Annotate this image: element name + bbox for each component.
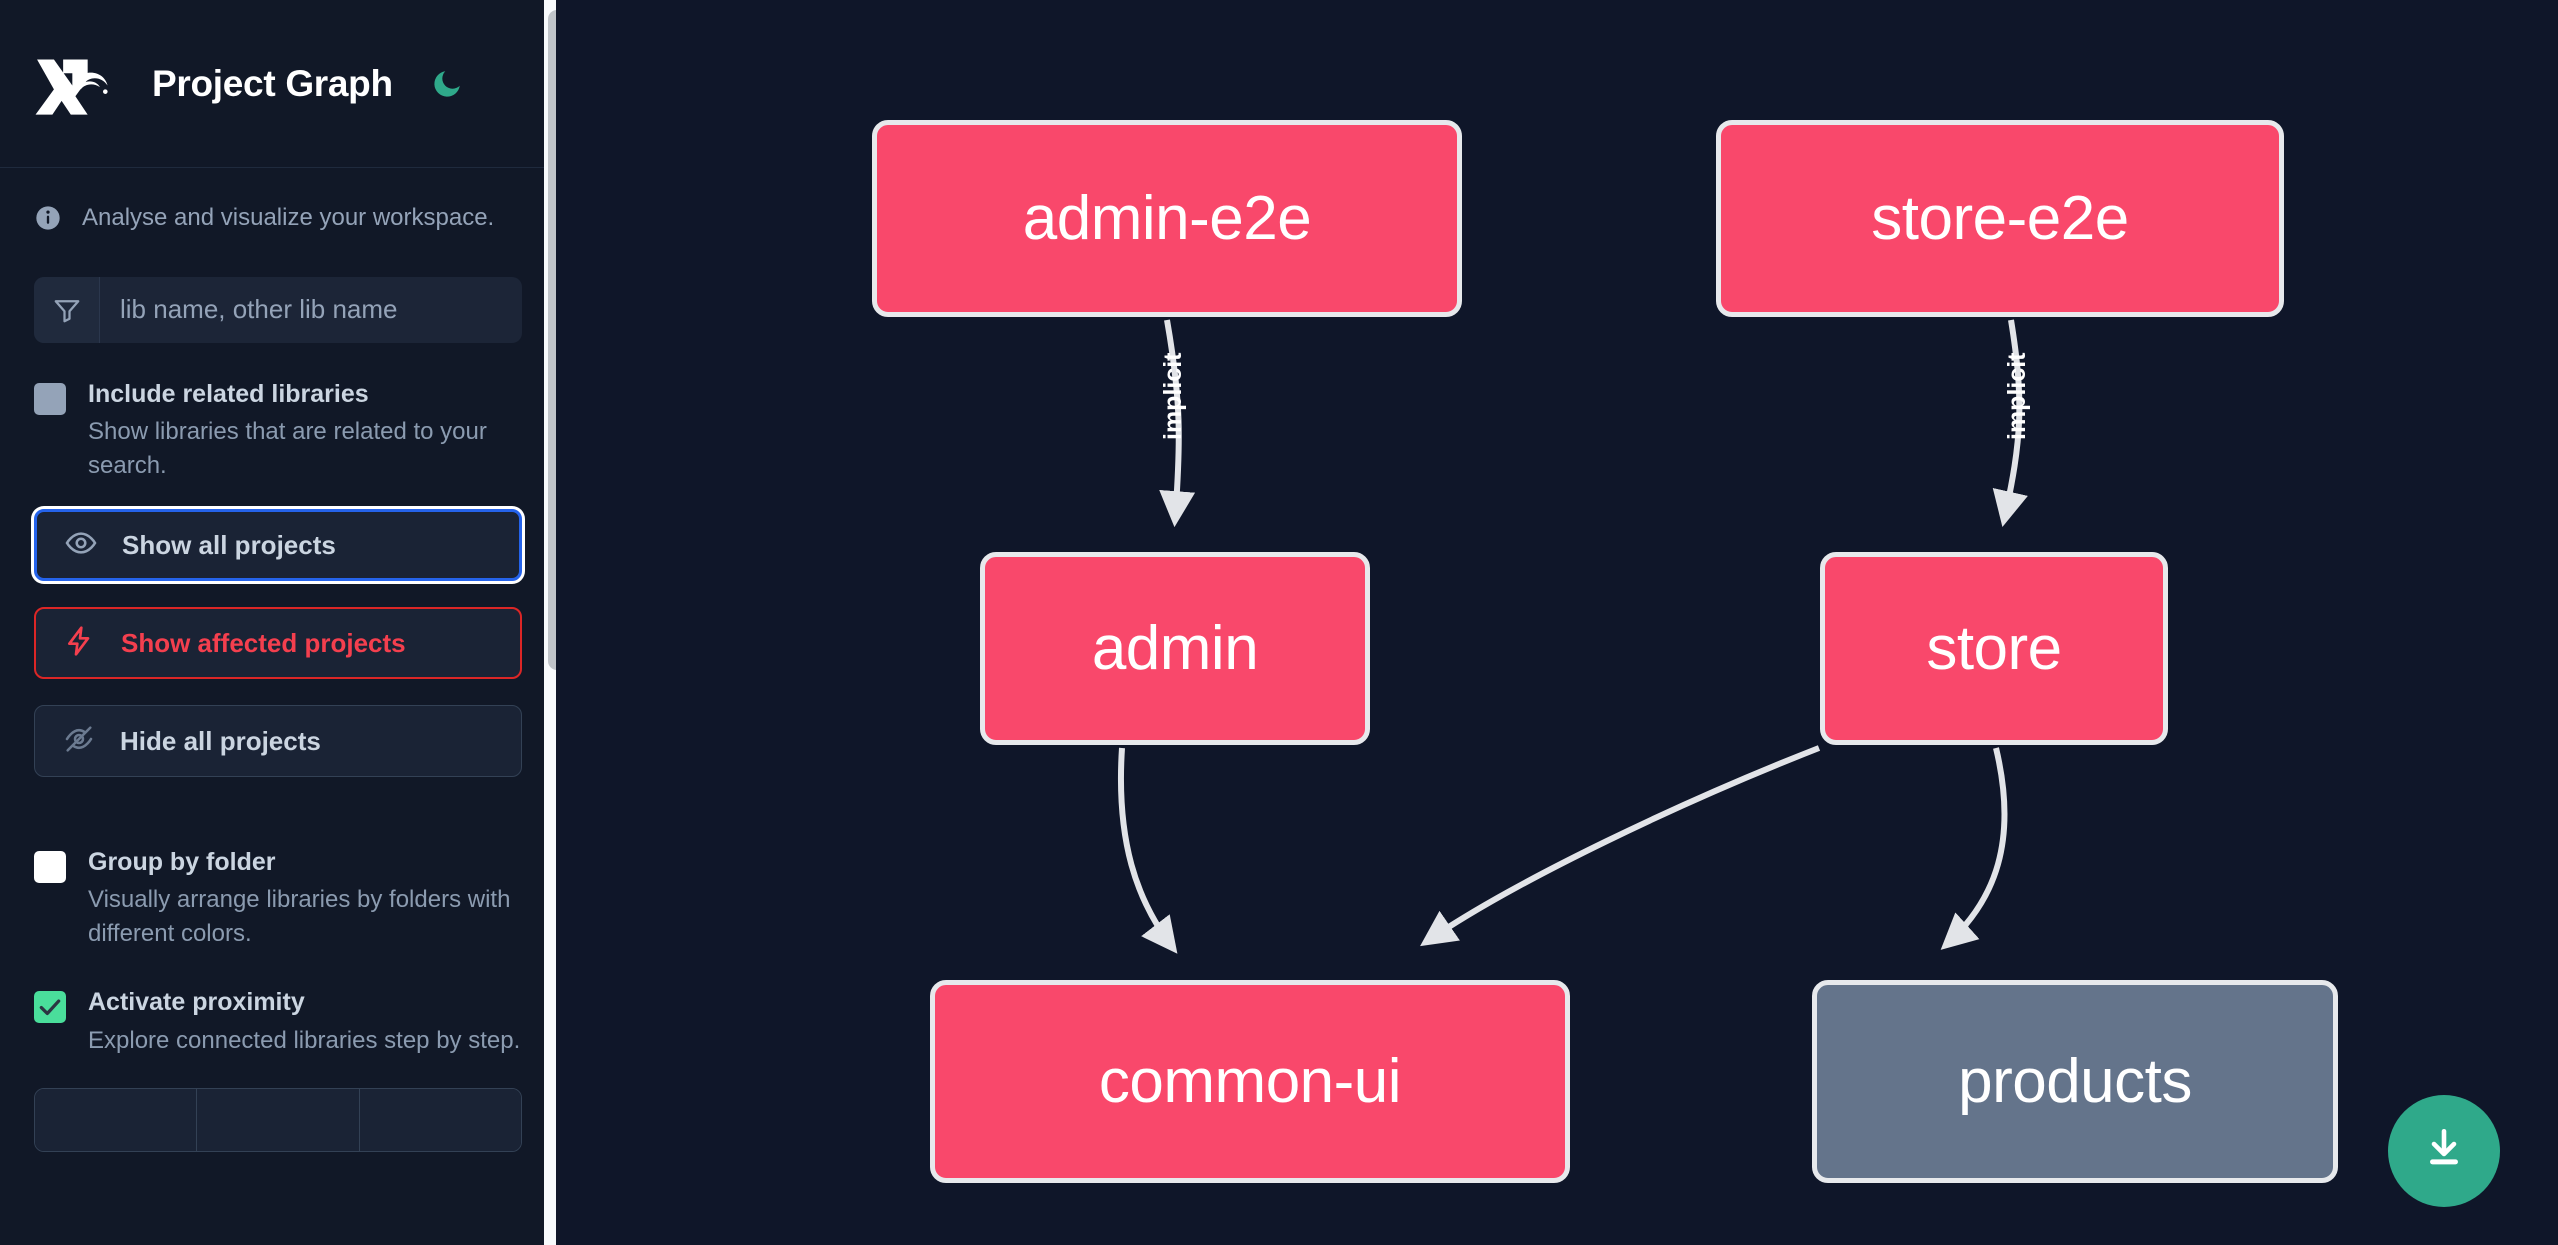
edge-label-implicit-admin: implicit	[1159, 352, 1187, 440]
sidebar-body: Include related libraries Show libraries…	[0, 276, 556, 1152]
checkbox-label: Include related libraries	[88, 379, 369, 408]
show-all-projects-label: Show all projects	[122, 529, 336, 560]
edge-admin-e2e-to-admin	[1159, 319, 1196, 528]
checkbox-label: Activate proximity	[88, 988, 305, 1017]
edge-label-implicit-store: implicit	[2003, 352, 2031, 440]
graph-canvas[interactable]: implicit implicit admin-e2e store-e2e ad…	[556, 0, 2558, 1245]
graph-node-admin[interactable]: admin	[980, 552, 1370, 745]
workspace-info-text: Analyse and visualize your workspace.	[82, 204, 495, 231]
checkbox-activate-proximity[interactable]: Activate proximity Explore connected lib…	[34, 987, 522, 1057]
checkbox-include-related-libraries[interactable]: Include related libraries Show libraries…	[34, 379, 522, 483]
show-affected-projects-label: Show affected projects	[121, 627, 406, 658]
checkbox-box[interactable]	[34, 991, 66, 1024]
checkbox-label: Group by folder	[88, 848, 276, 876]
eye-off-icon	[63, 723, 95, 760]
edge-store-to-common-ui	[1420, 745, 1821, 947]
graph-node-store[interactable]: store	[1820, 552, 2168, 745]
nx-logo-icon	[34, 53, 126, 115]
sidebar-header: Project Graph	[0, 0, 556, 168]
graph-node-store-e2e[interactable]: store-e2e	[1716, 120, 2284, 317]
segmented-control[interactable]	[34, 1087, 522, 1152]
download-graph-button[interactable]	[2388, 1095, 2500, 1207]
sidebar-scrollbar-thumb[interactable]	[548, 10, 556, 670]
node-label: store	[1926, 614, 2062, 683]
node-label: products	[1958, 1047, 2192, 1116]
edge-store-e2e-to-store	[1992, 319, 2028, 528]
segment-option-2[interactable]	[197, 1088, 360, 1151]
sidebar: Project Graph Analyse and visualize your…	[0, 0, 556, 1245]
node-label: admin	[1091, 614, 1259, 683]
edge-admin-to-common-ui	[1117, 747, 1178, 954]
checkbox-box[interactable]	[34, 382, 66, 415]
node-label: store-e2e	[1871, 184, 2129, 253]
node-label: common-ui	[1098, 1047, 1402, 1116]
spacer	[34, 777, 522, 811]
show-all-projects-button[interactable]: Show all projects	[34, 509, 522, 581]
filter-funnel-icon[interactable]	[34, 276, 100, 343]
eye-icon	[65, 527, 97, 564]
segment-option-1[interactable]	[35, 1088, 198, 1151]
search-field[interactable]	[34, 276, 522, 343]
checkbox-description: Visually arrange libraries by folders wi…	[88, 886, 511, 948]
checkbox-group-by-folder[interactable]: Group by folder Visually arrange librari…	[34, 847, 522, 951]
lightning-bolt-icon	[64, 625, 96, 662]
edge-store-to-products	[1940, 747, 2008, 950]
hide-all-projects-button[interactable]: Hide all projects	[34, 705, 522, 777]
hide-all-projects-label: Hide all projects	[120, 725, 321, 756]
graph-node-admin-e2e[interactable]: admin-e2e	[872, 120, 1462, 317]
check-icon	[39, 999, 61, 1016]
moon-icon[interactable]	[427, 64, 467, 104]
page-title: Project Graph	[152, 62, 393, 104]
search-input[interactable]	[100, 276, 522, 343]
graph-node-common-ui[interactable]: common-ui	[930, 980, 1570, 1183]
segment-option-3[interactable]	[359, 1088, 521, 1151]
node-label: admin-e2e	[1022, 184, 1312, 253]
show-affected-projects-button[interactable]: Show affected projects	[34, 607, 522, 679]
checkbox-description: Show libraries that are related to your …	[88, 417, 487, 479]
graph-edges	[1117, 319, 2028, 954]
checkbox-box[interactable]	[34, 851, 66, 883]
download-icon	[2419, 1124, 2469, 1179]
checkbox-description: Explore connected libraries step by step…	[88, 1026, 521, 1054]
workspace-info: Analyse and visualize your workspace.	[0, 168, 556, 235]
info-circle-icon	[34, 204, 62, 232]
graph-node-products[interactable]: products	[1812, 980, 2338, 1183]
